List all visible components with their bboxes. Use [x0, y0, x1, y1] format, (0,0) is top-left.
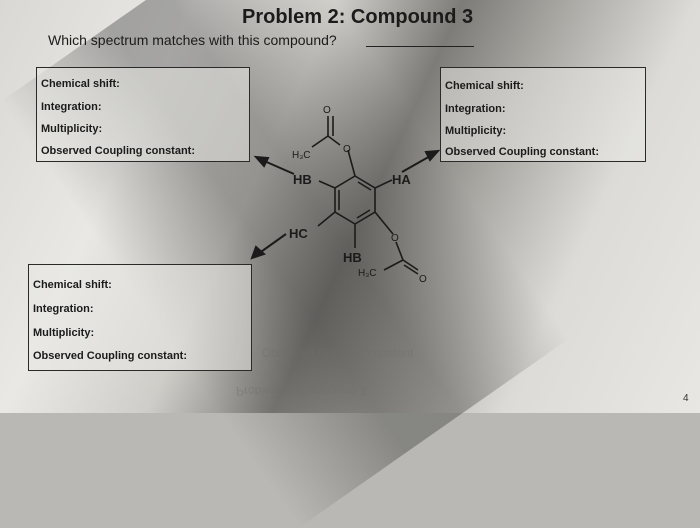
- page-number: 4: [683, 393, 689, 404]
- question-text: Which spectrum matches with this compoun…: [48, 32, 337, 48]
- page-title: Problem 2: Compound 3: [242, 6, 474, 28]
- hb-left-label: HB: [293, 172, 312, 187]
- o-bottom-label: O: [419, 274, 427, 285]
- coupling-label: Observed Coupling constant:: [41, 145, 196, 157]
- answer-blank[interactable]: [366, 46, 474, 47]
- multiplicity-label: Multiplicity:: [33, 327, 95, 339]
- multiplicity-label: Multiplicity:: [41, 123, 103, 135]
- answer-box-left-bottom: Chemical shift: Integration: Multiplicit…: [28, 264, 252, 371]
- molecule-diagram: H₃C O O HB HA HC HB H₃C O O: [250, 105, 441, 285]
- coupling-label: Observed Coupling constant:: [33, 350, 188, 362]
- h3c-top-label: H₃C: [292, 150, 311, 161]
- h3c-bottom-label: H₃C: [358, 268, 377, 279]
- chemical-shift-label: Chemical shift:: [445, 80, 524, 92]
- coupling-label: Observed Coupling constant:: [445, 146, 600, 158]
- chemical-shift-label: Chemical shift:: [33, 279, 112, 291]
- ha-right-label: HA: [392, 172, 411, 187]
- o-top-label: O: [323, 105, 331, 116]
- arrow-to-right-top: [401, 154, 433, 173]
- answer-box-left-top: Chemical shift: Integration: Multiplicit…: [36, 67, 250, 162]
- integration-label: Integration:: [445, 103, 506, 115]
- hc-label: HC: [289, 226, 308, 241]
- o-ring-label: O: [343, 144, 351, 155]
- arrow-to-left-top: [261, 159, 295, 175]
- integration-label: Integration:: [33, 303, 94, 315]
- answer-box-right-top: Chemical shift: Integration: Multiplicit…: [440, 67, 646, 162]
- hb-bottom-label: HB: [343, 250, 362, 265]
- integration-label: Integration:: [41, 101, 102, 113]
- chemical-shift-label: Chemical shift:: [41, 78, 120, 90]
- arrow-to-left-bottom: [257, 233, 287, 255]
- bleed-through-text: Observed Coupling constant: [262, 346, 414, 360]
- multiplicity-label: Multiplicity:: [445, 125, 507, 137]
- benzene-ring: [334, 175, 376, 225]
- o-bottom-ring-label: O: [391, 233, 399, 244]
